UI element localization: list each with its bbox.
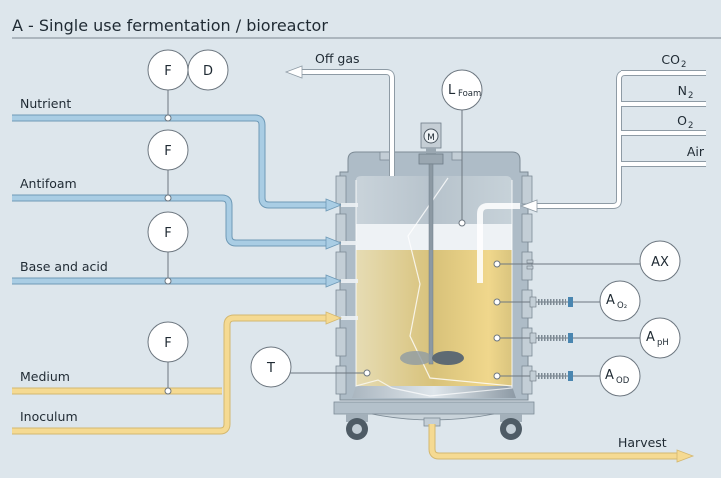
gas-o2-label: O 2 [677,113,693,131]
base-acid-label: Base and acid [20,259,108,274]
level-foam-label: L Foam [448,83,481,99]
svg-text:L: L [448,83,456,98]
svg-text:2: 2 [688,91,693,101]
gas-n2-label: N 2 [678,83,694,101]
svg-text:A: A [606,293,615,308]
base-acid-flow-label: F [164,226,171,241]
antifoam-label: Antifoam [20,176,77,191]
harvest-label: Harvest [618,435,667,450]
motor-icon [423,128,439,144]
antifoam-flow-instrument[interactable] [147,129,189,171]
base-acid-arrow-icon [325,274,343,288]
svg-text:OD: OD [616,376,630,386]
svg-text:2: 2 [688,121,693,131]
caster-wheel-left [346,414,368,440]
ph-label: A pH [646,330,669,348]
inoculum-label: Inoculum [20,409,78,424]
medium-flow-instrument[interactable] [147,321,189,363]
medium-flow-label: F [164,336,171,351]
blue-feed-lines [12,114,330,285]
base-acid-flow-instrument[interactable] [147,211,189,253]
bioreactor-vessel: M [333,122,535,440]
svg-text:2: 2 [681,60,686,70]
svg-text:N: N [678,83,687,98]
medium-label: Medium [20,369,70,384]
optical-density-instrument[interactable] [599,355,641,397]
agitator-shaft [428,163,434,365]
dissolved-o2-instrument[interactable] [599,280,641,322]
svg-text:O₂: O₂ [617,301,627,311]
ax-instrument[interactable] [639,240,681,282]
svg-text:A: A [646,330,655,345]
off-gas-arrow-icon [284,65,303,79]
temperature-instrument[interactable] [250,346,292,388]
page-title: A - Single use fermentation / bioreactor [12,16,328,35]
motor: M [418,122,444,165]
yellow-feed-lines [12,314,680,460]
nutrient-density-label: D [203,64,213,79]
caster-wheel-right [500,414,522,440]
nutrient-flow-label: F [164,64,171,79]
motor-label: M [427,133,435,143]
antifoam-flow-label: F [164,144,171,159]
svg-text:O: O [677,113,687,128]
svg-text:CO: CO [661,52,680,67]
svg-text:A: A [605,368,614,383]
nutrient-label: Nutrient [20,96,71,111]
off-gas-label: Off gas [315,51,360,66]
dissolved-o2-label: A O₂ [606,293,627,311]
svg-text:Foam: Foam [458,89,481,99]
antifoam-arrow-icon [325,236,343,250]
ph-instrument[interactable] [639,317,681,359]
gas-air-label: Air [687,144,705,159]
harvest-arrow-icon [676,449,695,463]
medium-arrow-icon [325,311,343,325]
level-foam-instrument[interactable] [441,69,483,111]
nutrient-arrow-icon [325,198,343,212]
optical-density-label: A OD [605,368,630,386]
gas-inlet-arrow-icon [519,199,538,213]
probe-housings [526,259,573,382]
gas-co2-label: CO 2 [661,52,686,70]
impeller [400,351,464,365]
gas-lines [300,69,706,209]
ax-label: AX [651,255,669,270]
nutrient-density-instrument[interactable] [187,49,229,91]
svg-text:pH: pH [657,338,669,348]
temperature-label: T [266,361,275,376]
